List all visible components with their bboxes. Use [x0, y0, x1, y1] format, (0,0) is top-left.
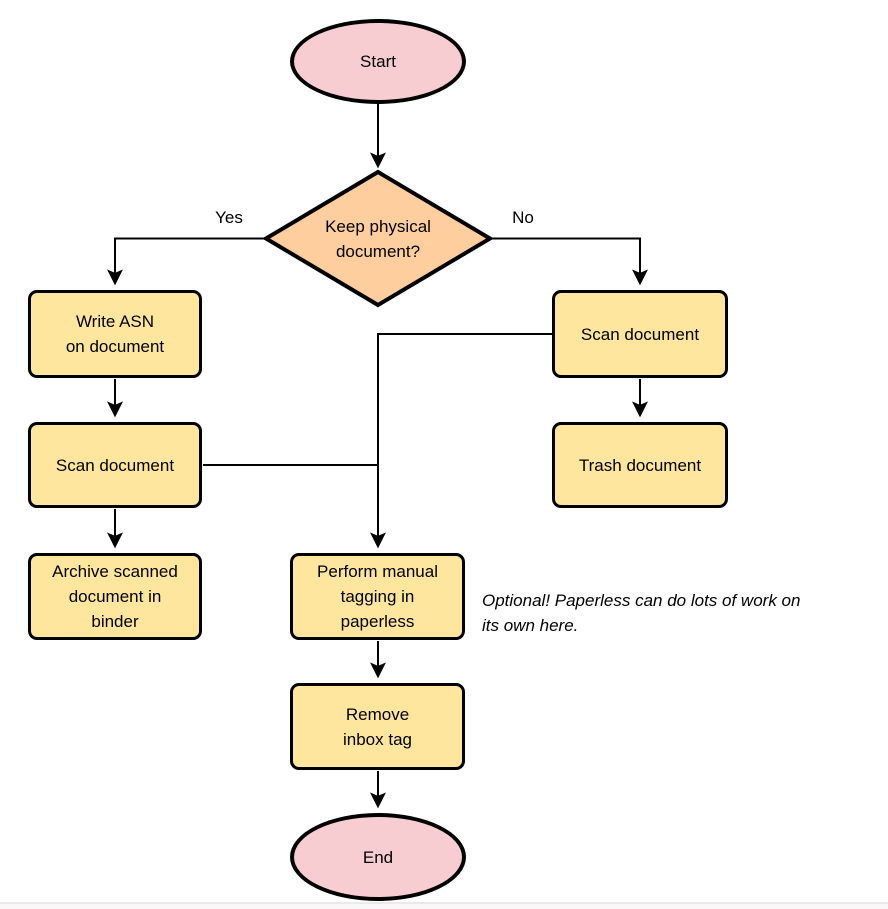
process-scan-document-right: Scan document	[552, 290, 728, 378]
start-terminal: Start	[290, 19, 466, 104]
process-scan-document-left: Scan document	[28, 422, 202, 508]
decision-diamond-shape	[262, 169, 494, 308]
scan-left-label: Scan document	[55, 455, 175, 475]
trash-label: Trash document	[578, 455, 702, 475]
end-label: End	[362, 847, 394, 867]
start-label: Start	[360, 52, 396, 71]
write-asn-label: Write ASN on document	[65, 312, 165, 356]
edge-decision-yes-to-write-asn	[107, 237, 266, 286]
end-terminal: End	[290, 813, 466, 901]
process-write-asn-on-document: Write ASN on document	[28, 290, 202, 378]
archive-label: Archive scanned document in binder	[52, 562, 178, 631]
edge-decision-no-to-scan-right	[489, 237, 648, 286]
process-perform-manual-tagging: Perform manual tagging in paperless	[290, 553, 465, 640]
remove-inbox-label: Remove inbox tag	[343, 704, 412, 749]
tagging-label: Perform manual tagging in paperless	[317, 562, 438, 631]
process-trash-document: Trash document	[552, 422, 728, 508]
decision-label: Keep physical document?	[325, 217, 431, 261]
edge-scan-right-to-tagging	[370, 333, 552, 549]
decision-keep-physical-document: Keep physical document?	[278, 208, 478, 270]
annotation-optional-paperless: Optional! Paperless can do lots of work …	[482, 591, 801, 635]
edge-label-yes: Yes	[203, 206, 255, 230]
page-bottom-divider	[0, 902, 888, 909]
process-archive-scanned-document: Archive scanned document in binder	[28, 553, 202, 640]
scan-right-label: Scan document	[580, 324, 700, 344]
process-remove-inbox-tag: Remove inbox tag	[290, 683, 465, 770]
edge-label-no: No	[497, 206, 549, 230]
